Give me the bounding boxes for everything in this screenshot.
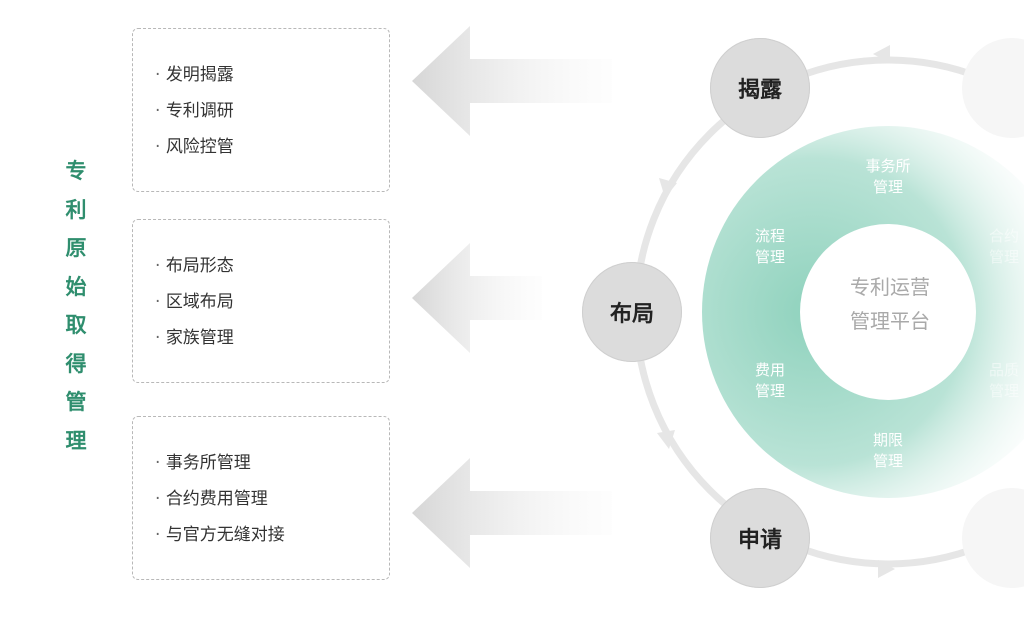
list-item: 区域布局 xyxy=(133,284,389,320)
list-item: 专利调研 xyxy=(133,93,389,129)
list-item: 事务所管理 xyxy=(133,445,389,481)
title-char: 取 xyxy=(65,313,87,337)
node-layout: 布局 xyxy=(582,262,682,362)
title-char: 得 xyxy=(65,351,87,376)
arrow-left-icon xyxy=(412,26,612,136)
segment-quality-management: 品质 管理 xyxy=(988,361,1019,400)
segment-deadline-management: 期限 管理 xyxy=(872,431,903,470)
arrow-left-icon xyxy=(412,458,612,568)
box-application: 事务所管理 合约费用管理 与官方无缝对接 xyxy=(132,416,390,580)
title-char: 始 xyxy=(65,274,87,299)
segment-process-management: 流程 管理 xyxy=(754,227,785,266)
list-item: 家族管理 xyxy=(133,320,389,356)
segment-firm-management: 事务所 管理 xyxy=(865,157,911,196)
center-disc xyxy=(800,224,976,400)
list-item: 与官方无缝对接 xyxy=(133,517,389,553)
box-disclosure: 发明揭露 专利调研 风险控管 xyxy=(132,28,390,192)
segment-contract-management: 合约 管理 xyxy=(988,227,1019,266)
arrow-left-icon xyxy=(412,243,542,353)
list-item: 布局形态 xyxy=(133,248,389,284)
node-application: 申请 xyxy=(710,488,810,588)
vertical-title: 专 利 原 始 取 得 管 理 xyxy=(56,152,96,460)
segment-fee-management: 费用 管理 xyxy=(754,361,785,400)
center-label: 专利运营 管理平台 xyxy=(850,275,930,333)
list-item: 发明揭露 xyxy=(133,57,389,93)
ring-arrow-icon xyxy=(657,430,675,449)
ring-arrow-icon xyxy=(873,45,890,63)
title-char: 管 xyxy=(65,390,87,414)
node-disclosure: 揭露 xyxy=(710,38,810,138)
list-item: 风险控管 xyxy=(133,129,389,165)
title-char: 原 xyxy=(65,236,87,260)
list-item: 合约费用管理 xyxy=(133,481,389,517)
ring-arrow-icon xyxy=(878,560,895,578)
title-char: 专 xyxy=(65,159,87,183)
ring-arrow-icon xyxy=(659,178,677,198)
title-char: 利 xyxy=(65,197,87,222)
box-layout: 布局形态 区域布局 家族管理 xyxy=(132,219,390,383)
title-char: 理 xyxy=(65,428,87,453)
